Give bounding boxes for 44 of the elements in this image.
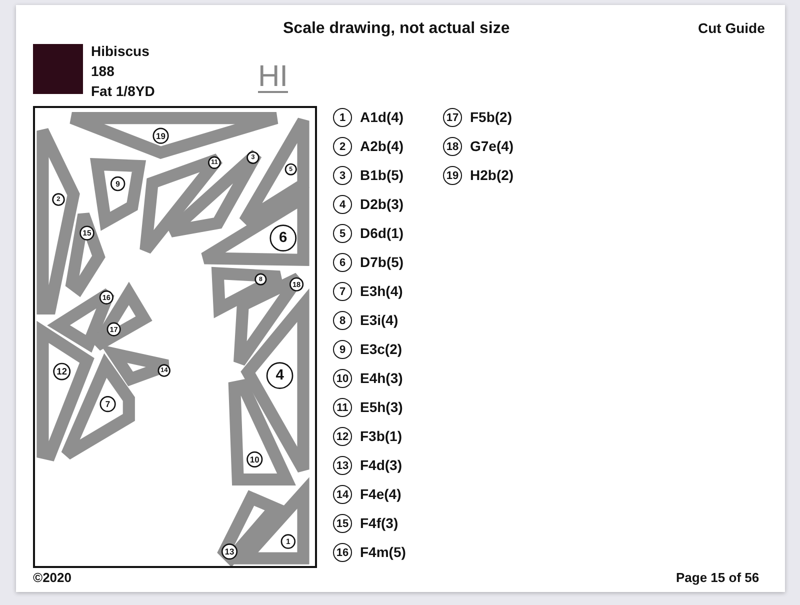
fabric-piece bbox=[90, 158, 146, 231]
piece-code: D6d(1) bbox=[360, 225, 404, 241]
fabric-number: 188 bbox=[91, 63, 114, 79]
piece-number: 13 bbox=[221, 544, 238, 560]
fabric-code: HI bbox=[258, 60, 288, 94]
fabric-name: Hibiscus bbox=[91, 43, 150, 59]
piece-code: D7b(5) bbox=[360, 254, 404, 270]
piece-code: F4m(5) bbox=[360, 544, 406, 560]
piece-code: A1d(4) bbox=[360, 109, 404, 125]
piece-code: E5h(3) bbox=[360, 399, 403, 415]
piece-code: D2b(3) bbox=[360, 196, 404, 212]
piece-code: F4d(3) bbox=[360, 457, 402, 473]
piece-code: E3i(4) bbox=[360, 312, 398, 328]
fabric-piece bbox=[234, 272, 304, 368]
piece-code: F4f(3) bbox=[360, 515, 398, 531]
page-type-label: Cut Guide bbox=[698, 20, 765, 36]
fabric-piece bbox=[198, 187, 310, 266]
fabric-piece bbox=[140, 153, 224, 256]
piece-code: A2b(4) bbox=[360, 138, 404, 154]
page-number: Page 15 of 56 bbox=[676, 570, 760, 585]
piece-code: B1b(5) bbox=[360, 167, 404, 183]
piece-code: E3c(2) bbox=[360, 341, 402, 357]
piece-number: 6 bbox=[270, 224, 297, 252]
piece-code: E3h(4) bbox=[360, 283, 403, 299]
piece-code: G7e(4) bbox=[470, 138, 514, 154]
fabric-piece bbox=[240, 288, 310, 476]
piece-number: 10 bbox=[246, 451, 263, 468]
piece-code: F4e(4) bbox=[360, 486, 402, 502]
copyright-notice: ©2020 bbox=[33, 570, 72, 585]
piece-code: F5b(2) bbox=[470, 109, 512, 125]
heading: Scale drawing, not actual size bbox=[283, 20, 510, 38]
fabric-piece bbox=[36, 320, 94, 462]
cutting-layout-board bbox=[33, 106, 317, 568]
piece-number: 19 bbox=[152, 128, 169, 144]
piece-number: 7 bbox=[100, 396, 116, 412]
piece-code: E4h(3) bbox=[360, 370, 403, 386]
piece-number: 4 bbox=[266, 362, 294, 389]
piece-number: 12 bbox=[53, 362, 71, 380]
fabric-piece bbox=[100, 344, 174, 386]
fabric-amount: Fat 1/8YD bbox=[91, 83, 155, 99]
piece-code: F3b(1) bbox=[360, 428, 402, 444]
fabric-piece bbox=[228, 378, 296, 486]
fabric-piece bbox=[217, 490, 285, 566]
piece-code: H2b(2) bbox=[470, 167, 514, 183]
